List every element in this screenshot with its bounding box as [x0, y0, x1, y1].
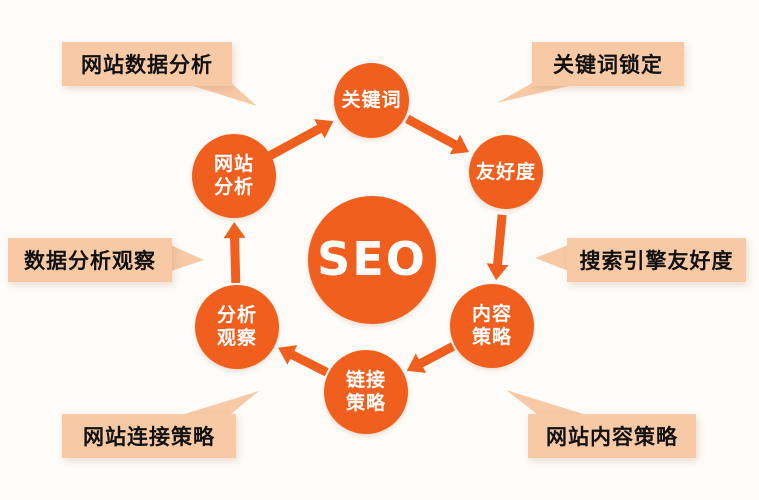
node-link-strategy-label: 链接策略	[345, 369, 386, 414]
callout-search-engine-friendliness-label: 搜索引擎友好度	[579, 249, 734, 273]
seo-center-node: SEO	[308, 196, 436, 324]
node-site-analysis-label: 网站分析	[213, 153, 254, 198]
callout-site-link-strategy: 网站连接策略	[62, 414, 236, 458]
flow-arrow	[406, 342, 456, 373]
callout-site-data-analysis: 网站数据分析	[62, 42, 232, 86]
callout-site-content-strategy-label: 网站内容策略	[546, 425, 678, 449]
node-friendliness: 友好度	[469, 135, 543, 209]
seo-center-label: SEO	[317, 232, 427, 287]
node-content-strategy: 内容策略	[450, 284, 534, 368]
callout-site-data-analysis-label: 网站数据分析	[81, 53, 213, 77]
node-analysis-observation: 分析观察	[195, 285, 279, 369]
node-analysis-observation-label: 分析观察	[216, 304, 257, 349]
flow-arrow	[223, 222, 246, 284]
callout-tail-mid-right	[535, 244, 571, 272]
callout-data-analysis-observation-label: 数据分析观察	[24, 249, 156, 273]
callout-keyword-locking: 关键词锁定	[532, 42, 684, 86]
callout-tail-bottom-left	[172, 391, 259, 418]
callout-data-analysis-observation: 数据分析观察	[8, 238, 172, 282]
flow-arrow	[267, 119, 334, 160]
callout-tail-mid-left	[168, 244, 204, 272]
node-keywords: 关键词	[334, 63, 409, 138]
node-keywords-label: 关键词	[341, 89, 402, 112]
callout-tail-top-left	[180, 82, 257, 106]
flow-arrow	[486, 214, 509, 281]
callout-site-link-strategy-label: 网站连接策略	[83, 425, 215, 449]
callout-tail-bottom-right	[506, 390, 596, 418]
flow-arrow	[278, 345, 329, 377]
callout-tail-top-right	[497, 82, 586, 103]
node-friendliness-label: 友好度	[475, 160, 536, 183]
node-content-strategy-label: 内容策略	[471, 303, 512, 348]
flow-arrow	[405, 114, 469, 155]
node-link-strategy: 链接策略	[324, 350, 408, 434]
callout-keyword-locking-label: 关键词锁定	[553, 53, 663, 77]
callout-search-engine-friendliness: 搜索引擎友好度	[567, 238, 746, 282]
node-site-analysis: 网站分析	[192, 134, 276, 218]
callout-site-content-strategy: 网站内容策略	[528, 414, 696, 458]
